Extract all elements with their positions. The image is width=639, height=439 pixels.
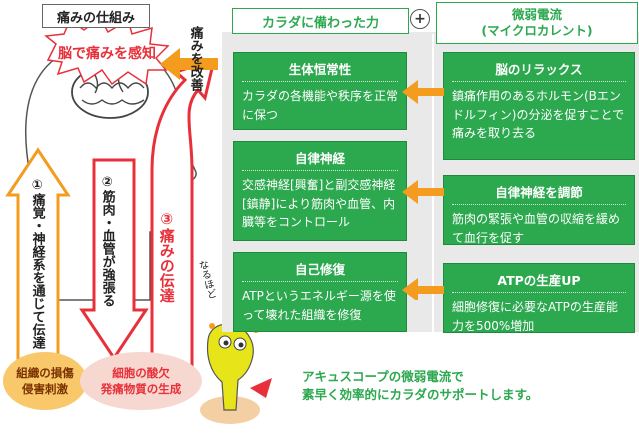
panel-divider: [432, 34, 434, 334]
plus-icon: +: [410, 9, 430, 29]
footer-text: アキュスコープの微弱電流で 素早く効率的にカラダのサポートします。: [302, 368, 538, 403]
box-autonomic-adjust: 自律神経を調節 筋肉の緊張や血管の収縮を緩めて血行を促す: [443, 175, 635, 245]
box-autonomic-body: 交感神経[興奮]と副交感神経[鎮静]により筋肉や血管、内臓等をコントロール: [242, 178, 396, 230]
box-atp-body: 細胞修復に必要なATPの生産能力を500%増加: [452, 300, 618, 333]
step1-label: ①痛覚・神経系を通じて伝達: [29, 178, 45, 349]
mechanism-title: 痛みの仕組み: [42, 4, 150, 28]
box-autonomic-adjust-title: 自律神経を調節: [452, 176, 626, 205]
arrow-row1: [402, 80, 444, 104]
connector-arrows: [402, 80, 444, 300]
arrow-row2: [402, 180, 444, 204]
improve-label: 痛みを改善: [187, 26, 203, 91]
arrow-step1: [5, 147, 71, 372]
cause1-line1: 組織の損傷: [16, 366, 74, 380]
arrow-improve: [160, 48, 218, 80]
box-self-repair-title: 自己修復: [242, 253, 398, 282]
step2-label: ②筋肉・血管が強張る: [99, 175, 115, 307]
box-brain-relax-title: 脳のリラックス: [452, 53, 626, 82]
brain-label: 脳で痛みを感知: [58, 46, 156, 62]
header-microcurrent-line2: (マイクロカレント): [481, 23, 593, 38]
box-self-repair: 自己修復 ATPというエネルギー源を使って壊れた組織を修復: [233, 252, 407, 332]
footer-line1: アキュスコープの微弱電流で: [302, 369, 464, 384]
box-homeostasis-title: 生体恒常性: [242, 53, 398, 82]
header-microcurrent: 微弱電流 (マイクロカレント): [436, 2, 638, 44]
arrow-row3: [402, 278, 444, 300]
box-atp-title: ATPの生産UP: [452, 264, 626, 293]
header-microcurrent-line1: 微弱電流: [511, 6, 562, 22]
box-homeostasis: 生体恒常性 カラダの各機能や秩序を正常に保つ: [233, 52, 407, 130]
box-self-repair-body: ATPというエネルギー源を使って壊れた組織を修復: [242, 289, 396, 322]
mascot-icon: [200, 323, 272, 424]
box-atp: ATPの生産UP 細胞修復に必要なATPの生産能力を500%増加: [443, 263, 635, 333]
box-homeostasis-body: カラダの各機能や秩序を正常に保つ: [242, 89, 399, 122]
arrow-step2: [79, 158, 149, 361]
footer-line2: 素早く効率的にカラダのサポートします。: [302, 386, 539, 402]
brain-icon: [71, 65, 149, 119]
box-autonomic-adjust-body: 筋肉の緊張や血管の収縮を緩めて血行を促す: [452, 212, 621, 245]
box-brain-relax-body: 鎮痛作用のあるホルモン(Bエンドルフィン)の分泌を促すことで痛みを取り去る: [452, 89, 625, 141]
box-autonomic: 自律神経 交感神経[興奮]と副交感神経[鎮静]により筋肉や血管、内臓等をコントロ…: [233, 141, 407, 241]
cause2-line1: 細胞の酸欠: [112, 366, 170, 380]
box-autonomic-title: 自律神経: [242, 142, 398, 171]
step3-label: ③痛みの伝達: [157, 210, 176, 303]
cause-cell-hypoxia: 細胞の酸欠 発痛物質の生成: [80, 352, 202, 410]
cause2-line2: 発痛物質の生成: [100, 382, 182, 396]
box-brain-relax: 脳のリラックス 鎮痛作用のあるホルモン(Bエンドルフィン)の分泌を促すことで痛み…: [443, 52, 635, 160]
header-body-power: カラダに備わった力: [232, 8, 409, 34]
cause-tissue-damage: 組織の損傷 侵害刺激: [3, 352, 87, 410]
cause1-line2: 侵害刺激: [22, 382, 68, 396]
